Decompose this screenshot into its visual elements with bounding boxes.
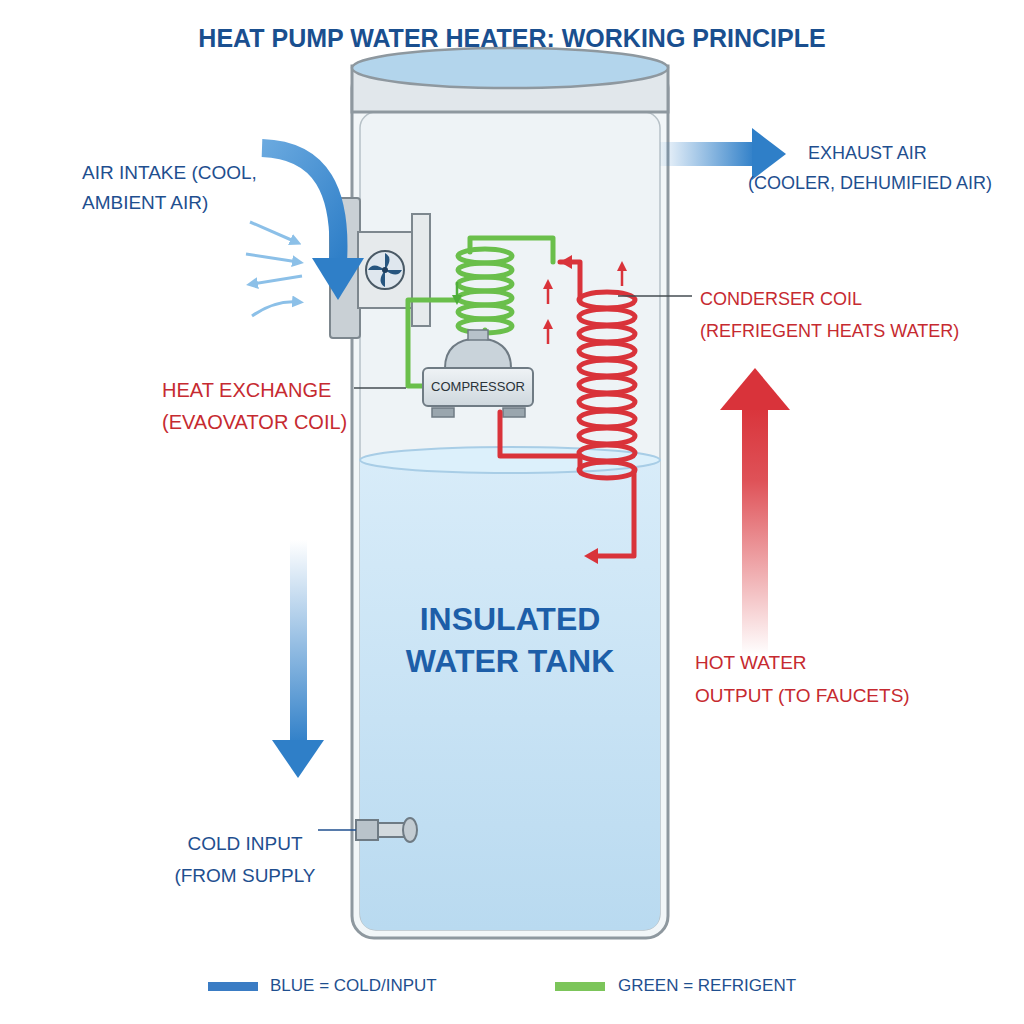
node-text: COMPRESSOR: [431, 379, 525, 395]
air-intake-label: AIR INTAKE (COOL, AMBIENT AIR): [82, 158, 282, 218]
condenser-label: CONDERSER COIL (REFRIEGENT HEATS WATER): [700, 283, 976, 347]
wrap-spacer: [867, 646, 927, 677]
evaporator-label: HEAT EXCHANGE (EVAOVATOR COIL): [162, 374, 402, 438]
compressor-box: COMPRESSOR: [422, 367, 534, 407]
legend-text: BLUE = COLD/INPUT: [270, 975, 437, 997]
water-tank: INSULATED WATER TANK COMPRESSOR: [352, 60, 668, 938]
hot-water-label: HOT WATER OUTPUT (TO FAUCETS): [695, 646, 927, 712]
legend-swatch: [555, 982, 605, 991]
cold-input-label: COLD INPUT (FROM SUPPLY: [160, 828, 330, 892]
node-text: INSULATED WATER TANK: [385, 598, 635, 682]
legend-swatch: [208, 982, 258, 991]
legend-text: GREEN = REFRIGENT: [618, 975, 796, 997]
exhaust-label: EXHAUST AIR (COOLER, DEHUMIFIED AIR): [748, 138, 1010, 198]
diagram-title: HEAT PUMP WATER HEATER: WORKING PRINCIPL…: [0, 22, 1024, 54]
